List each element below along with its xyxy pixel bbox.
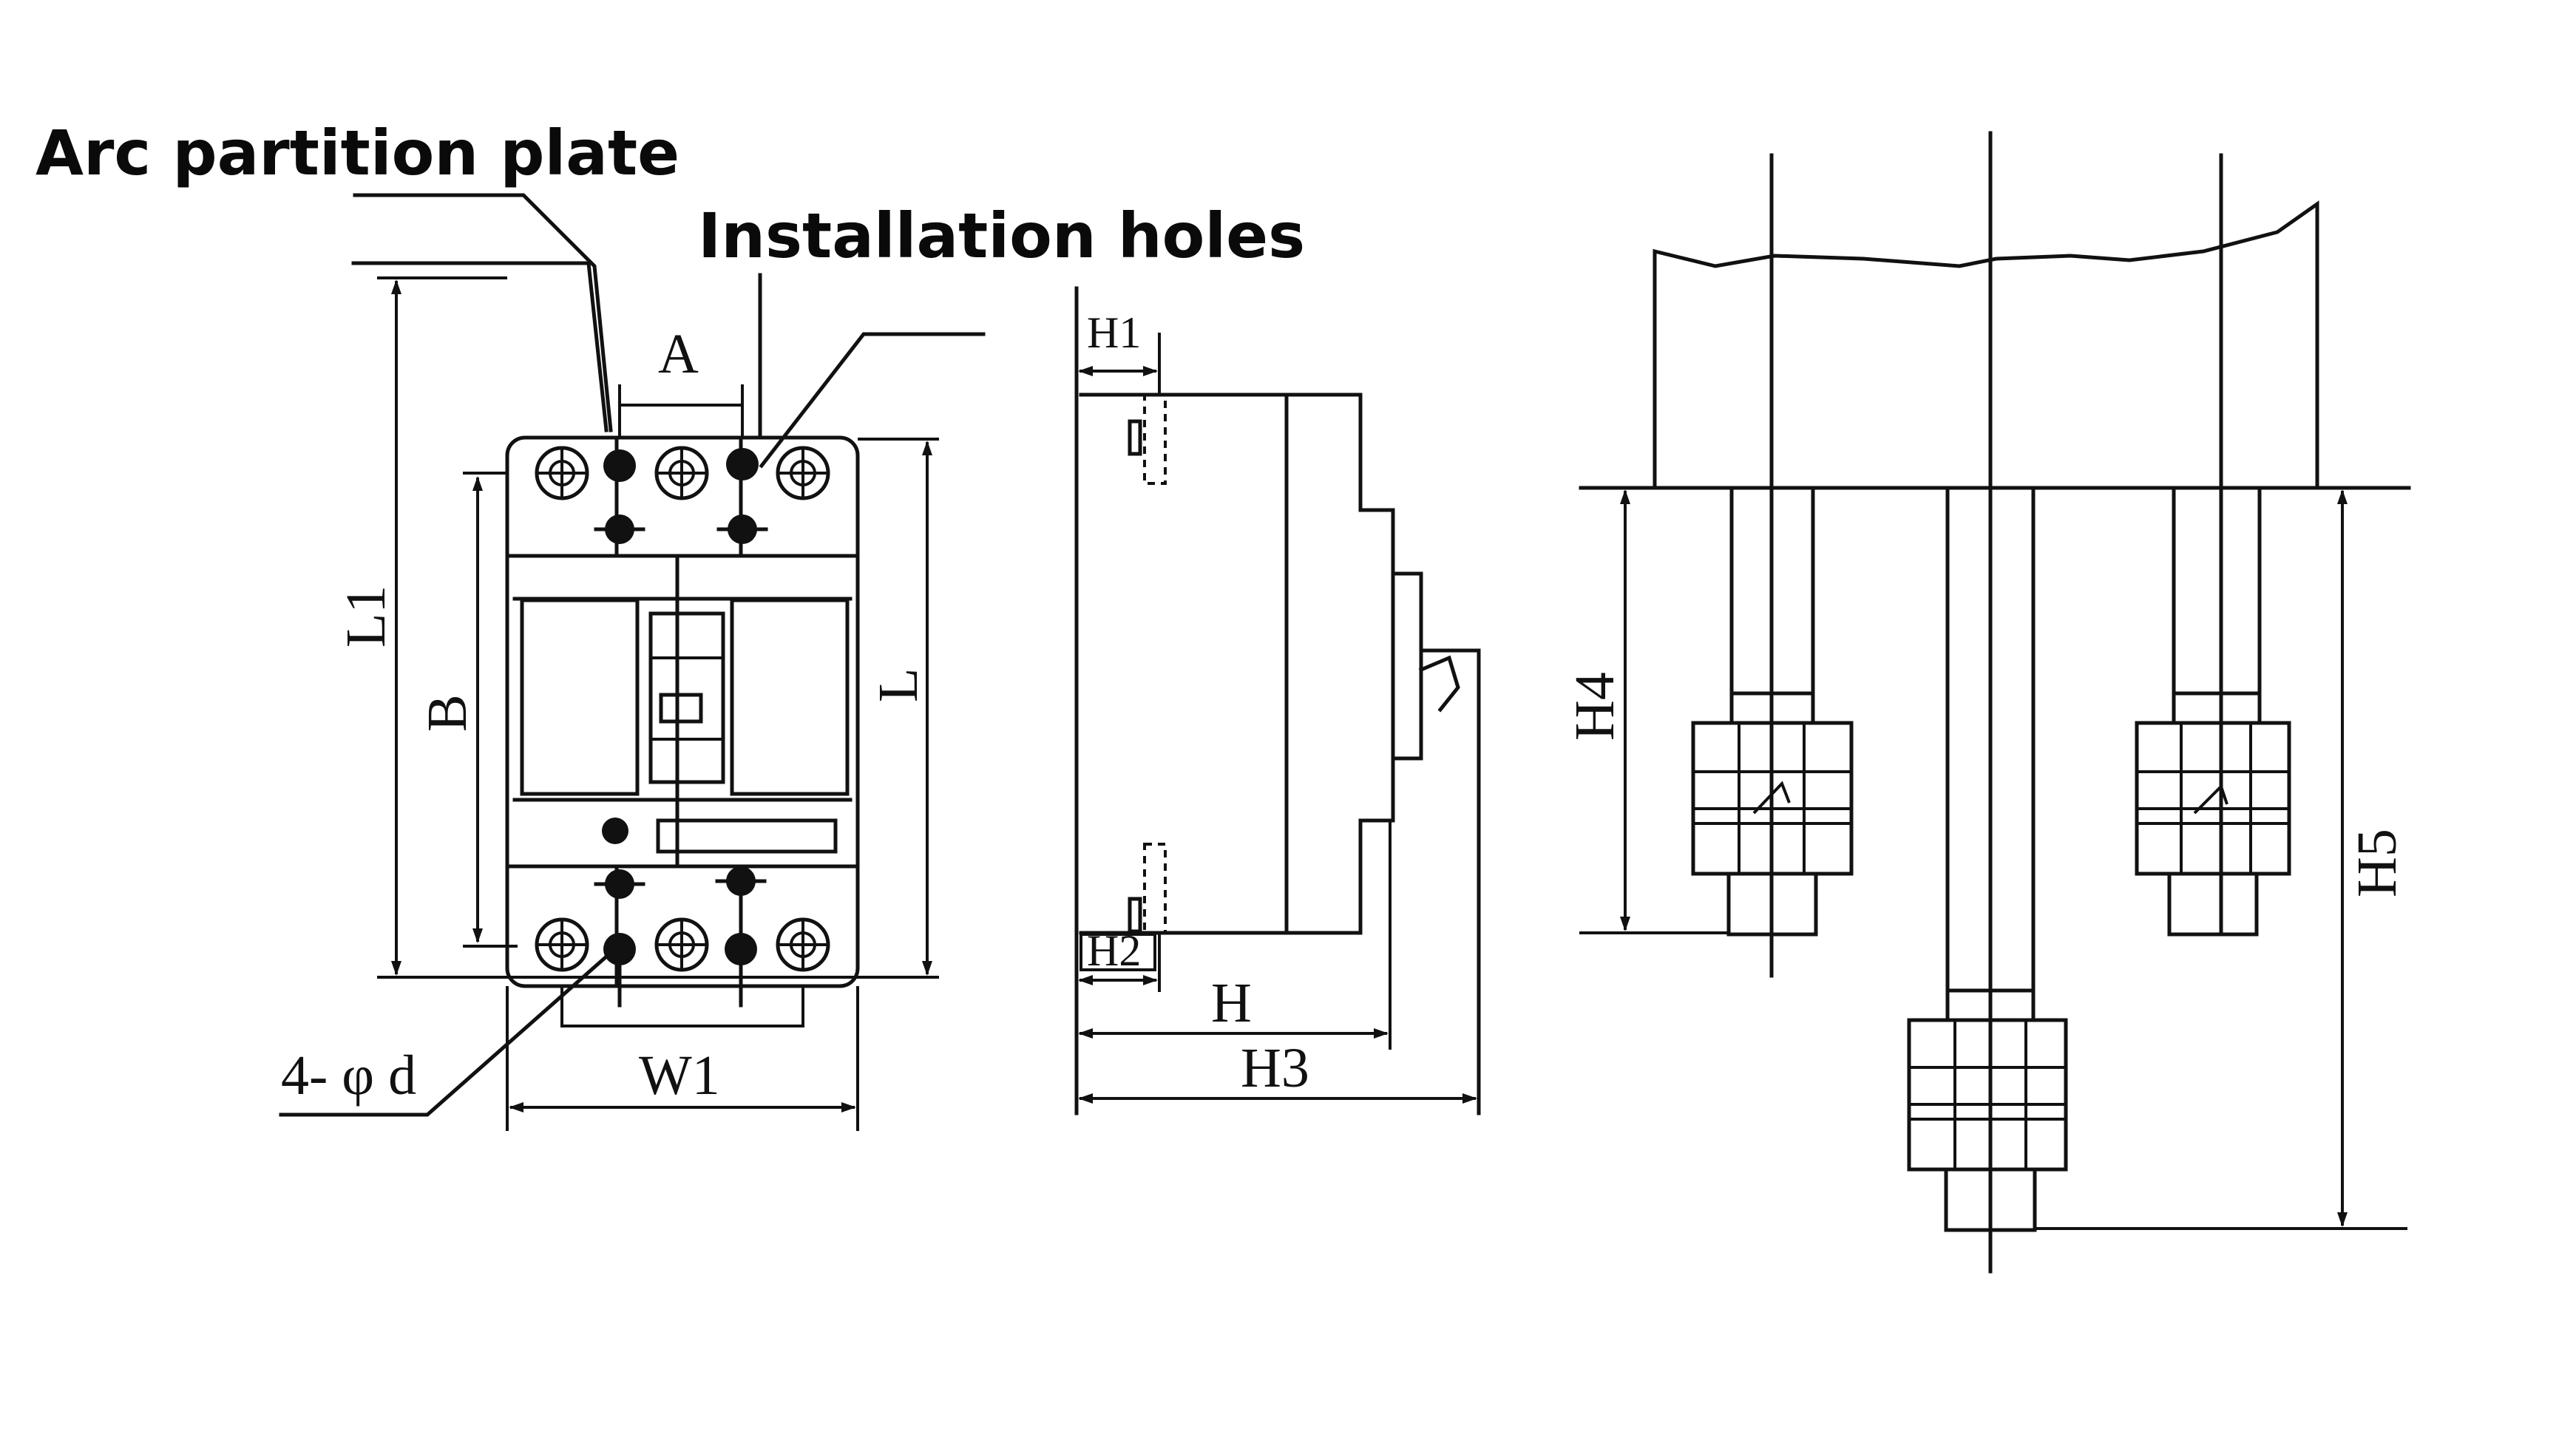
- dim-l1-label: L1: [335, 585, 397, 648]
- handle-slot: [648, 611, 725, 784]
- stud-left: [1691, 153, 1854, 978]
- dim-w1-label: W1: [639, 1044, 720, 1107]
- installation-holes-label: Installation holes: [698, 200, 1305, 272]
- window-right: [730, 598, 850, 796]
- side-view: H1 H2 H H3: [1074, 286, 1481, 1115]
- dim-h5-label: H5: [2346, 829, 2408, 897]
- front-view: Arc partition plate Installation holes 4…: [35, 117, 1305, 1131]
- arc-partition-leader: [353, 193, 613, 432]
- window-left: [520, 598, 640, 796]
- terminal-screws-top: [535, 446, 830, 500]
- dim-h3-label: H3: [1241, 1037, 1309, 1099]
- dim-a-label: A: [658, 323, 699, 385]
- breaker-body-front: [505, 435, 860, 988]
- breaker-body-side: [1079, 393, 1395, 935]
- dim-h2-label: H2: [1087, 926, 1141, 975]
- lever-side: [1419, 648, 1481, 1115]
- handle: [659, 693, 703, 724]
- arc-partition-leader-2: [351, 261, 609, 432]
- dim-h1-label: H1: [1087, 308, 1141, 357]
- mounting-view: H4 H5: [1564, 131, 2411, 1274]
- terminal-screws-bottom: [535, 917, 830, 972]
- dim-b-label: B: [416, 694, 478, 732]
- reset-dot: [602, 818, 628, 844]
- stud-center: [1907, 131, 2068, 1274]
- dim-h4-label: H4: [1564, 672, 1626, 741]
- dim-l-label: L: [867, 668, 929, 702]
- panel-outline: [1653, 200, 2319, 490]
- holes-spec-label: 4- φ d: [281, 1044, 416, 1107]
- stud-right: [2135, 153, 2291, 937]
- mounting-holes-bottom: [594, 866, 767, 1008]
- nameplate-slot: [656, 818, 838, 854]
- mounting-holes-top: [594, 448, 768, 544]
- arc-partition-plate-label: Arc partition plate: [35, 117, 679, 189]
- right-leader: [759, 332, 986, 469]
- holes-spec-leader: [279, 943, 621, 1117]
- handle-side: [1391, 571, 1423, 761]
- dim-h-label: H: [1211, 972, 1252, 1034]
